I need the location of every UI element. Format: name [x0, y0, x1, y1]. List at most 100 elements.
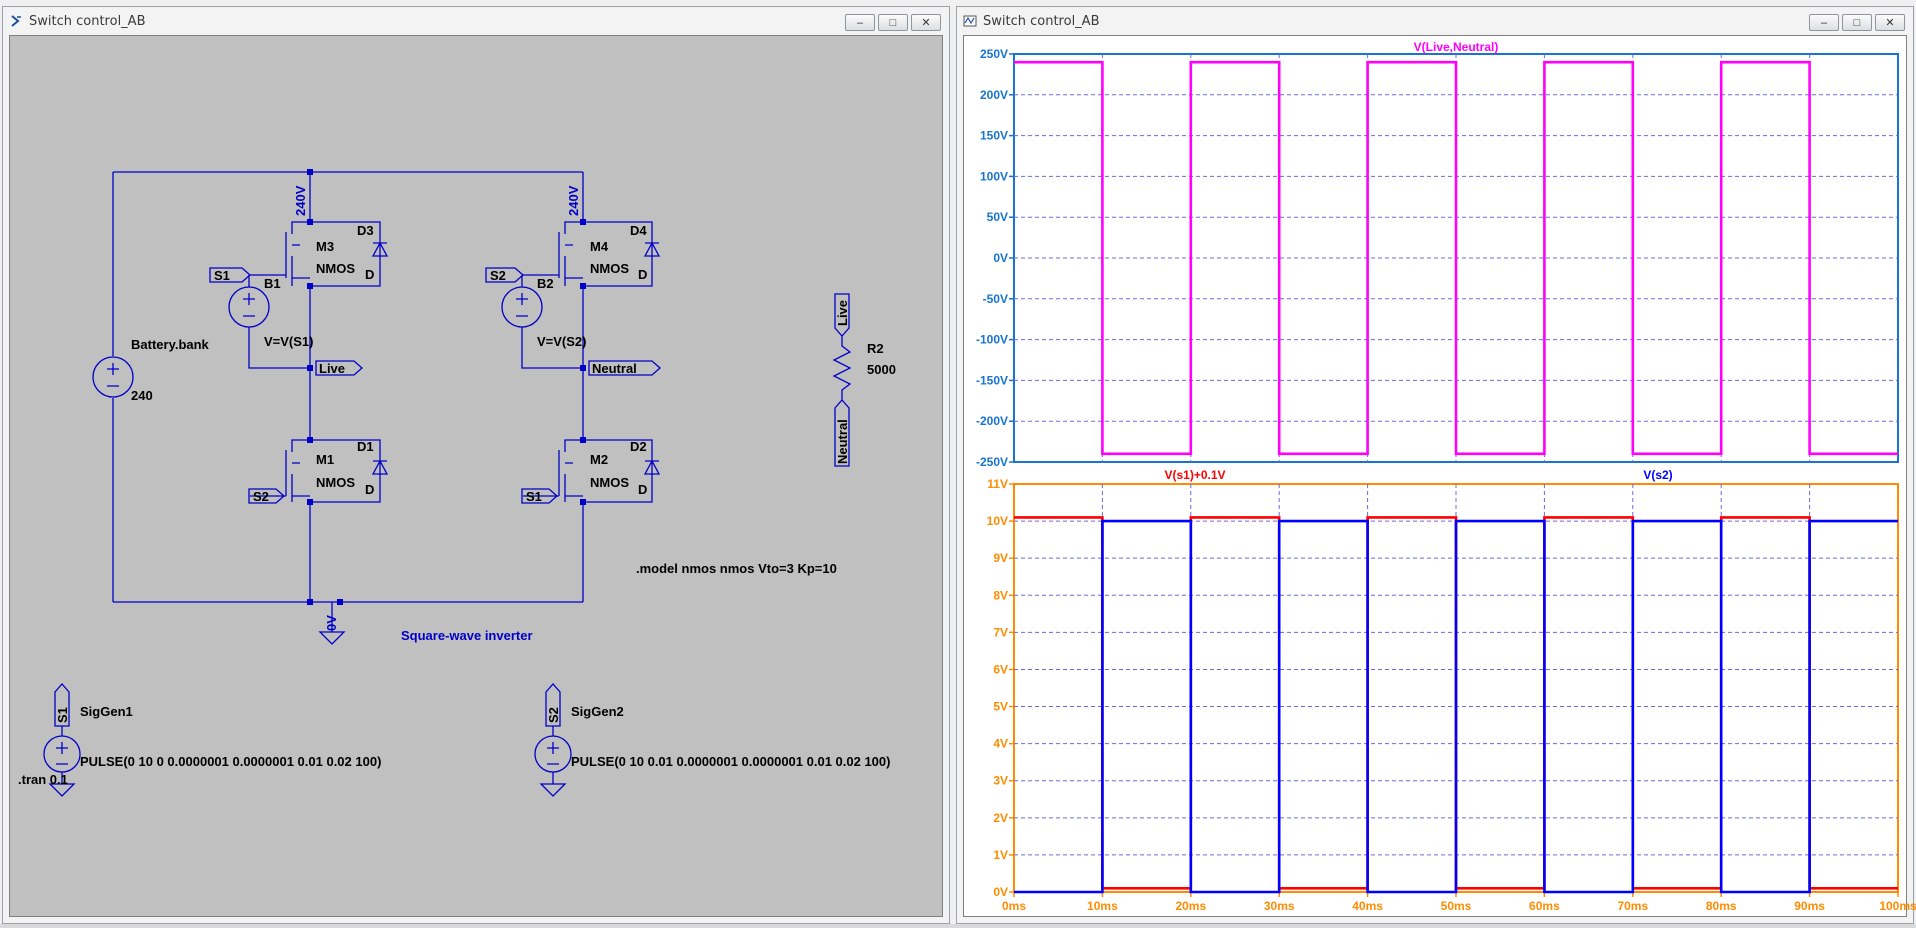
y-tick-label: 0V — [993, 251, 1008, 265]
schematic-titlebar[interactable]: Switch control_AB – □ ✕ — [3, 7, 949, 35]
y-tick-label: 200V — [980, 88, 1008, 102]
x-tick-label: 80ms — [1706, 899, 1737, 913]
net-label-s1-m2: S1 — [526, 489, 542, 504]
schematic-window-title: Switch control_AB — [29, 14, 146, 29]
net-flag-neutral-1 — [588, 360, 661, 376]
close-button[interactable]: ✕ — [1875, 14, 1905, 31]
d2-label: D2 — [630, 439, 647, 454]
y-tick-label: -50V — [983, 292, 1008, 306]
x-tick-label: 30ms — [1264, 899, 1295, 913]
mosfet-m2[interactable] — [523, 439, 661, 503]
siggen2-pulse: PULSE(0 10 0.01 0.0000001 0.0000001 0.01… — [571, 754, 890, 769]
pane-top-trace-label[interactable]: V(Live,Neutral) — [1414, 40, 1499, 54]
m1-type: NMOS — [316, 475, 355, 490]
close-icon: ✕ — [1885, 17, 1895, 29]
minimize-icon: – — [856, 16, 864, 29]
battery-value: 240 — [131, 388, 153, 403]
x-tick-label: 60ms — [1529, 899, 1560, 913]
plot-titlebar[interactable]: Switch control_AB – □ ✕ — [957, 7, 1913, 35]
siggen1-source[interactable] — [43, 726, 81, 797]
y-tick-label: 6V — [993, 662, 1008, 676]
siggen1-pulse: PULSE(0 10 0 0.0000001 0.0000001 0.01 0.… — [80, 754, 381, 769]
source-b1[interactable] — [228, 275, 310, 369]
siggen2-source[interactable] — [534, 726, 572, 797]
desktop-strip — [0, 924, 1916, 928]
model-directive[interactable]: .model nmos nmos Vto=3 Kp=10 — [636, 561, 837, 576]
d3-label: D3 — [357, 223, 374, 238]
y-tick-label: 0V — [993, 885, 1008, 899]
mosfet-m1[interactable] — [250, 439, 389, 503]
net-label-s1-gen: S1 — [55, 707, 70, 723]
schematic-app-icon — [11, 15, 21, 27]
pane-bottom-trace-label-1[interactable]: V(s1)+0.1V — [1164, 468, 1225, 482]
series-line-2-2 — [1014, 519, 1898, 894]
schematic-window[interactable]: Switch control_AB – □ ✕ — [2, 6, 950, 924]
net-label-neutral: Neutral — [592, 361, 637, 376]
plot-window-title: Switch control_AB — [983, 14, 1100, 29]
b1-label: B1 — [264, 276, 281, 291]
y-tick-label: 11V — [987, 477, 1008, 491]
net-flag-s2-gen — [545, 683, 561, 727]
battery-source[interactable] — [92, 356, 134, 398]
close-button[interactable]: ✕ — [911, 14, 941, 31]
net-flag-s1-gen — [54, 683, 70, 727]
d1-model: D — [365, 482, 374, 497]
b1-value: V=V(S1) — [264, 334, 314, 349]
minimize-icon: – — [1820, 16, 1828, 29]
maximize-button[interactable]: □ — [1842, 14, 1872, 31]
minimize-button[interactable]: – — [1809, 14, 1839, 31]
y-tick-label: 5V — [993, 700, 1008, 714]
b2-label: B2 — [537, 276, 554, 291]
d4-label: D4 — [630, 223, 647, 238]
net-label-240v-left: 240V — [293, 185, 308, 216]
mosfet-m3[interactable] — [250, 221, 389, 287]
y-tick-label: 250V — [980, 47, 1008, 61]
x-tick-label: 50ms — [1441, 899, 1472, 913]
x-tick-label: 0ms — [1002, 899, 1026, 913]
m2-type: NMOS — [590, 475, 629, 490]
net-flag-s2-b2 — [485, 267, 524, 283]
net-flag-neutral-r2 — [834, 399, 850, 467]
maximize-icon: □ — [889, 16, 897, 29]
close-icon: ✕ — [921, 17, 931, 29]
y-tick-label: 10V — [987, 514, 1008, 528]
net-label-s2-m1: S2 — [253, 489, 269, 504]
waveform-app-icon — [963, 15, 977, 27]
pane-top[interactable]: 250V200V150V100V50V0V-50V-100V-150V-200V… — [976, 40, 1899, 469]
maximize-icon: □ — [1853, 16, 1861, 29]
net-label-0v: 0V — [324, 615, 339, 631]
pane-bottom-trace-label-2[interactable]: V(s2) — [1643, 468, 1672, 482]
schematic-canvas[interactable]: Battery.bank 240 B1 V=V(S1) B2 V=V(S2) M… — [9, 35, 943, 917]
m2-label: M2 — [590, 452, 608, 467]
mosfet-m4[interactable] — [523, 221, 661, 287]
net-label-neutral-r2: Neutral — [835, 419, 850, 464]
d3-model: D — [365, 267, 374, 282]
net-label-s2-b2: S2 — [490, 268, 506, 283]
net-label-240v-right: 240V — [566, 185, 581, 216]
x-tick-label: 100ms — [1879, 899, 1916, 913]
net-label-live-r2: Live — [835, 300, 850, 326]
y-tick-label: 3V — [993, 774, 1008, 788]
d1-label: D1 — [357, 439, 374, 454]
m3-label: M3 — [316, 239, 334, 254]
resistor-r2[interactable] — [832, 336, 852, 400]
siggen1-label: SigGen1 — [80, 704, 133, 719]
x-tick-label: 10ms — [1087, 899, 1118, 913]
siggen2-label: SigGen2 — [571, 704, 624, 719]
tran-directive[interactable]: .tran 0.1 — [18, 772, 68, 787]
net-label-s2-gen: S2 — [546, 707, 561, 723]
x-tick-label: 40ms — [1352, 899, 1383, 913]
m3-type: NMOS — [316, 261, 355, 276]
pane-top-series — [1014, 60, 1898, 456]
x-tick-label: 20ms — [1175, 899, 1206, 913]
d4-model: D — [638, 267, 647, 282]
b2-value: V=V(S2) — [537, 334, 587, 349]
y-tick-label: 150V — [980, 129, 1008, 143]
minimize-button[interactable]: – — [845, 14, 875, 31]
maximize-button[interactable]: □ — [878, 14, 908, 31]
source-b2[interactable] — [501, 275, 583, 369]
